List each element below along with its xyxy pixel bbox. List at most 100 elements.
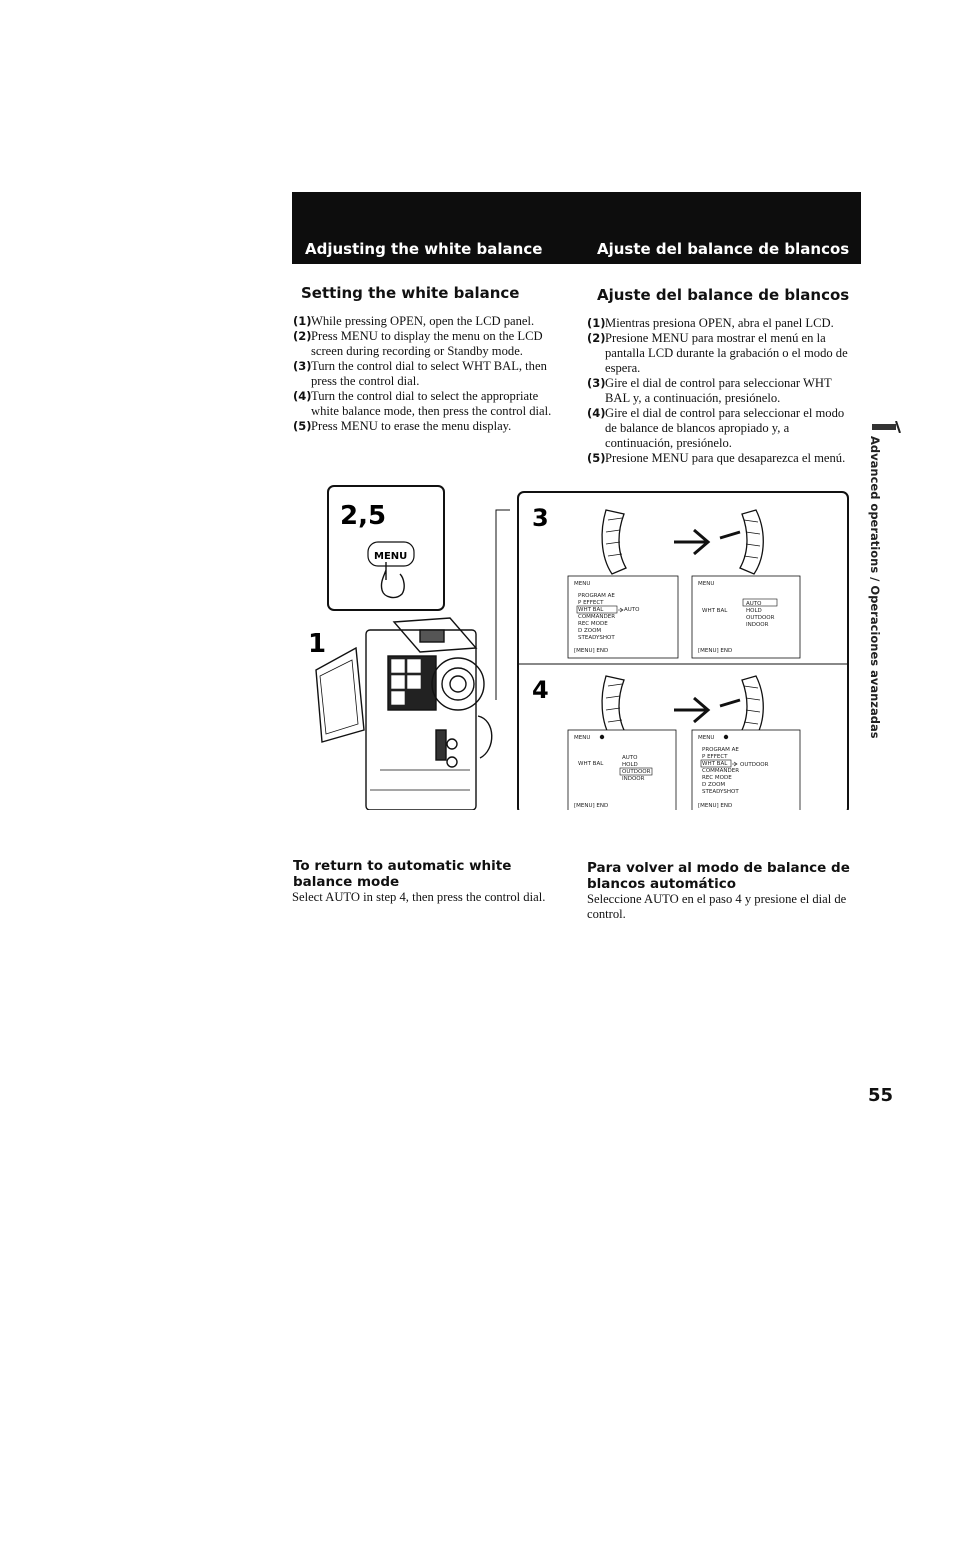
lcd-item: P EFFECT [578, 600, 604, 606]
lcd-item: D ZOOM [578, 628, 601, 634]
step-text: Presione MENU para que desaparezca el me… [605, 451, 846, 465]
lcd-item: REC MODE [702, 775, 732, 781]
english-return-title: To return to automatic white balance mod… [293, 858, 512, 890]
lcd-screen-4a: MENU WHT BAL AUTO HOLD OUTDOOR INDOOR [M… [567, 729, 677, 810]
step-number: (5) [293, 419, 312, 433]
lcd-option: HOLD [746, 608, 762, 614]
lcd-value: AUTO [624, 607, 640, 613]
lcd-footer: [MENU] END [574, 803, 608, 809]
lcd-item: PROGRAM AE [702, 747, 739, 753]
side-tab: Advanced operations / Operaciones avanza… [866, 436, 886, 739]
english-steps: (1)While pressing OPEN, open the LCD pan… [293, 314, 569, 434]
lcd-option: INDOOR [746, 622, 769, 628]
spanish-steps: (1)Mientras presiona OPEN, abra el panel… [587, 316, 859, 466]
step-number: (4) [293, 389, 312, 403]
lcd-screen-3b: MENU WHT BAL AUTO HOLD OUTDOOR INDOOR [M… [691, 575, 801, 659]
side-tab-marker [872, 420, 902, 434]
lcd-title: MENU [698, 735, 714, 741]
spanish-return-text: Seleccione AUTO en el paso 4 y presione … [587, 892, 847, 921]
lcd-footer: [MENU] END [574, 648, 608, 654]
lcd-screen-4b: MENU PROGRAM AE P EFFECT WHT BAL OUTDOOR… [691, 729, 801, 810]
step-text: Gire el dial de control para seleccionar… [605, 376, 832, 405]
lcd-option: AUTO [622, 755, 638, 761]
step-3-number: 3 [532, 504, 549, 532]
step-1-number: 1 [308, 629, 326, 659]
step-text: Turn the control dial to select the appr… [311, 389, 552, 418]
step-number: (2) [293, 329, 312, 343]
lcd-item-selected: WHT BAL [578, 607, 604, 613]
english-step: (2)Press MENU to display the menu on the… [293, 329, 569, 359]
step-text: Gire el dial de control para seleccionar… [605, 406, 845, 450]
lcd-label: WHT BAL [702, 608, 728, 614]
step-25-panel: 2,5 MENU [327, 485, 445, 611]
camcorder-icon [315, 617, 493, 810]
side-tab-label: Advanced operations / Operaciones avanza… [868, 436, 882, 739]
lcd-footer: [MENU] END [698, 803, 732, 809]
step-25-number: 2,5 [340, 501, 386, 531]
menu-button-label: MENU [374, 551, 407, 562]
lcd-value: OUTDOOR [740, 762, 769, 768]
menu-button [367, 541, 415, 567]
spanish-step: (4)Gire el dial de control para seleccio… [587, 406, 859, 451]
lcd-item: COMMANDER [578, 614, 615, 620]
lcd-label: WHT BAL [578, 761, 604, 767]
header-title-spanish: Ajuste del balance de blancos [597, 240, 850, 258]
lcd-option: INDOOR [622, 776, 645, 782]
spanish-step: (3)Gire el dial de control para seleccio… [587, 376, 859, 406]
step-text: Mientras presiona OPEN, abra el panel LC… [605, 316, 834, 330]
lcd-screen-3a: MENU PROGRAM AE P EFFECT WHT BAL AUTO CO… [567, 575, 679, 659]
lcd-option: HOLD [622, 762, 638, 768]
step-number: (3) [293, 359, 312, 373]
header-title-english: Adjusting the white balance [305, 240, 543, 258]
step-number: (1) [293, 314, 312, 328]
spanish-step: (1)Mientras presiona OPEN, abra el panel… [587, 316, 859, 331]
control-dial-turned-icon [719, 509, 764, 575]
lcd-item: REC MODE [578, 621, 608, 627]
step-number: (1) [587, 316, 606, 330]
recording-indicator-icon [599, 734, 605, 740]
spanish-step: (5)Presione MENU para que desaparezca el… [587, 451, 859, 466]
spanish-step: (2)Presione MENU para mostrar el menú en… [587, 331, 859, 376]
lcd-title: MENU [574, 735, 590, 741]
english-section-title: Setting the white balance [301, 284, 520, 302]
lcd-item: D ZOOM [702, 782, 725, 788]
english-step: (5)Press MENU to erase the menu display. [293, 419, 569, 434]
connector-line [495, 509, 510, 700]
lcd-item: STEADYSHOT [578, 635, 615, 641]
lcd-title: MENU [698, 581, 714, 587]
illustration: 2,5 MENU 1 3 [308, 485, 849, 810]
lcd-footer: [MENU] END [698, 648, 732, 654]
english-step: (3)Turn the control dial to select WHT B… [293, 359, 569, 389]
page-number: 55 [868, 1085, 894, 1106]
pressing-finger-icon [380, 562, 405, 599]
step-number: (2) [587, 331, 606, 345]
steps-34-panel [517, 491, 849, 810]
step-text: Presione MENU para mostrar el menú en la… [605, 331, 848, 375]
step-number: (4) [587, 406, 606, 420]
lcd-option-selected: OUTDOOR [622, 769, 651, 775]
lcd-title: MENU [574, 581, 590, 587]
step-text: Press MENU to erase the menu display. [311, 419, 512, 433]
step-text: Turn the control dial to select WHT BAL,… [311, 359, 547, 388]
step-number: (3) [587, 376, 606, 390]
english-step: (4)Turn the control dial to select the a… [293, 389, 569, 419]
step-text: Press MENU to display the menu on the LC… [311, 329, 543, 358]
step-4-number: 4 [532, 676, 549, 704]
step-number: (5) [587, 451, 606, 465]
lcd-item: STEADYSHOT [702, 789, 739, 795]
lcd-option: OUTDOOR [746, 615, 775, 621]
lcd-item: PROGRAM AE [578, 593, 615, 599]
english-step: (1)While pressing OPEN, open the LCD pan… [293, 314, 569, 329]
english-return-text: Select AUTO in step 4, then press the co… [292, 890, 546, 904]
step-text: While pressing OPEN, open the LCD panel. [311, 314, 535, 328]
lcd-item-selected: WHT BAL [702, 761, 728, 767]
spanish-return-title: Para volver al modo de balance de blanco… [587, 860, 850, 892]
arrow-right-icon [674, 528, 711, 556]
recording-indicator-icon [723, 734, 729, 740]
lcd-item: COMMANDER [702, 768, 739, 774]
arrow-right-icon [674, 696, 711, 724]
control-dial-icon [601, 509, 627, 575]
spanish-section-title: Ajuste del balance de blancos [597, 286, 850, 304]
lcd-item: P EFFECT [702, 754, 728, 760]
section-header-bar: Adjusting the white balance Ajuste del b… [292, 192, 861, 264]
